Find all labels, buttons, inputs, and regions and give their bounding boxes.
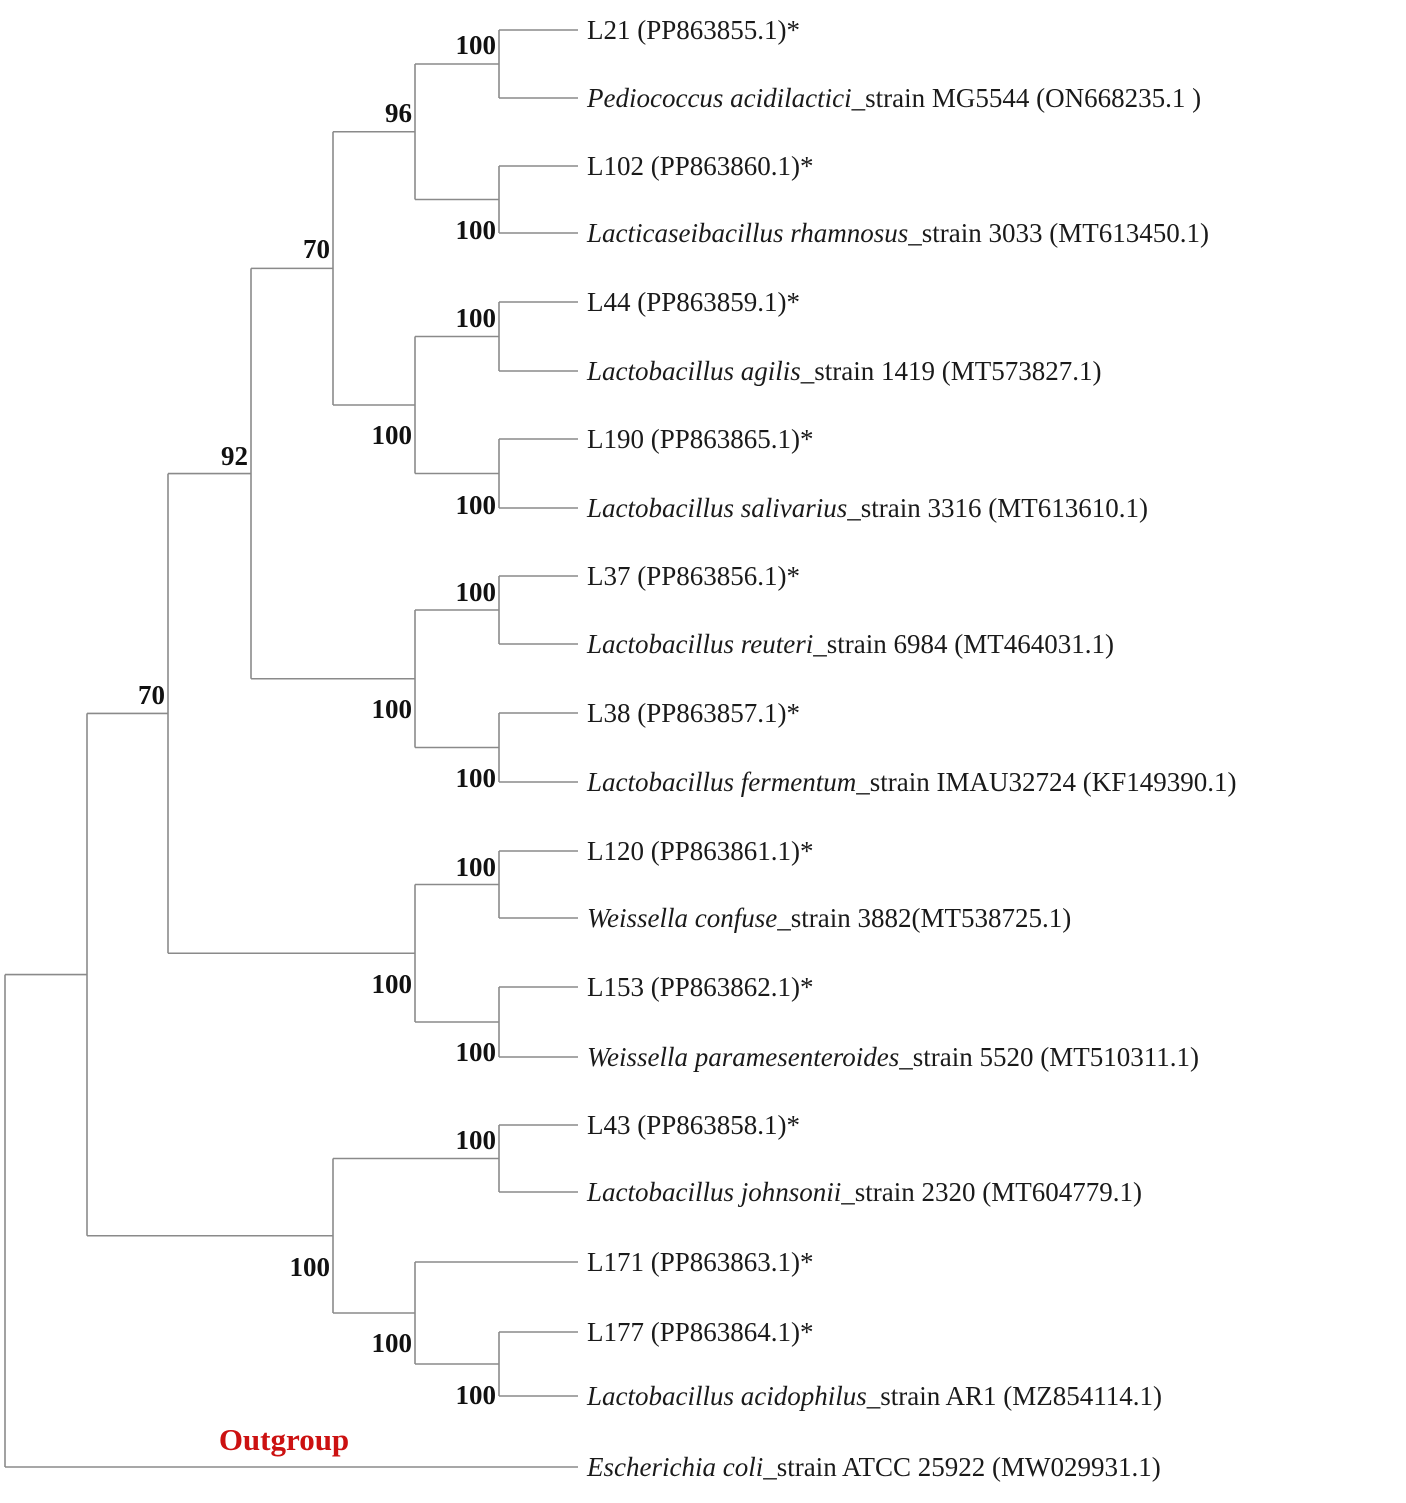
accession-text: L21 (PP863855.1)* <box>587 15 800 45</box>
bootstrap-support-value: 100 <box>456 303 497 333</box>
accession-text: _strain 1419 (MT573827.1) <box>800 356 1102 386</box>
accession-text: _strain 3316 (MT613610.1) <box>846 493 1148 523</box>
bootstrap-support-value: 100 <box>456 1037 497 1067</box>
taxon-label: L21 (PP863855.1)* <box>587 15 800 45</box>
taxon-label: Lactobacillus salivarius_strain 3316 (MT… <box>586 493 1148 523</box>
taxon-label: L38 (PP863857.1)* <box>587 698 800 728</box>
taxon-label: L177 (PP863864.1)* <box>587 1317 814 1347</box>
accession-text: L38 (PP863857.1)* <box>587 698 800 728</box>
species-name: Lactobacillus reuteri <box>586 629 813 659</box>
species-name: Weissella confuse <box>587 903 777 933</box>
species-name: Lactobacillus johnsonii <box>586 1177 841 1207</box>
bootstrap-support-value: 100 <box>372 420 413 450</box>
bootstrap-support-value: 70 <box>303 234 330 264</box>
bootstrap-support-value: 100 <box>456 1380 497 1410</box>
species-name: Weissella paramesenteroides <box>587 1042 899 1072</box>
accession-text: L43 (PP863858.1)* <box>587 1110 800 1140</box>
taxon-label: Lactobacillus acidophilus_strain AR1 (MZ… <box>586 1381 1162 1411</box>
accession-text: _strain 3033 (MT613450.1) <box>907 218 1209 248</box>
taxon-label: Lactobacillus reuteri_strain 6984 (MT464… <box>586 629 1114 659</box>
taxon-label: Pediococcus acidilactici_strain MG5544 (… <box>586 83 1201 113</box>
accession-text: _strain 2320 (MT604779.1) <box>840 1177 1142 1207</box>
species-name: Lacticaseibacillus rhamnosus <box>586 218 908 248</box>
bootstrap-support-value: 100 <box>290 1252 331 1282</box>
species-name: Escherichia coli <box>586 1452 763 1482</box>
accession-text: _strain 5520 (MT510311.1) <box>898 1042 1199 1072</box>
taxon-label: Lactobacillus agilis_strain 1419 (MT5738… <box>586 356 1101 386</box>
taxon-label: Lactobacillus johnsonii_strain 2320 (MT6… <box>586 1177 1142 1207</box>
taxon-label: L43 (PP863858.1)* <box>587 1110 800 1140</box>
bootstrap-support-value: 92 <box>221 441 248 471</box>
bootstrap-support-value: 100 <box>456 30 497 60</box>
bootstrap-support-value: 100 <box>456 490 497 520</box>
species-name: Lactobacillus salivarius <box>586 493 847 523</box>
accession-text: L120 (PP863861.1)* <box>587 836 814 866</box>
outgroup-label: Outgroup <box>219 1422 349 1457</box>
taxon-label: L102 (PP863860.1)* <box>587 151 814 181</box>
taxon-label: Lacticaseibacillus rhamnosus_strain 3033… <box>586 218 1209 248</box>
accession-text: L102 (PP863860.1)* <box>587 151 814 181</box>
accession-text: L37 (PP863856.1)* <box>587 561 800 591</box>
taxon-label: L37 (PP863856.1)* <box>587 561 800 591</box>
species-name: Lactobacillus agilis <box>586 356 801 386</box>
accession-text: _strain 3882(MT538725.1) <box>776 903 1071 933</box>
taxon-label: L153 (PP863862.1)* <box>587 972 814 1002</box>
bootstrap-support-value: 100 <box>456 577 497 607</box>
bootstrap-support-value: 96 <box>385 98 412 128</box>
bootstrap-support-value: 100 <box>372 694 413 724</box>
taxon-label: L44 (PP863859.1)* <box>587 287 800 317</box>
species-name: Lactobacillus fermentum <box>586 767 856 797</box>
accession-text: L190 (PP863865.1)* <box>587 424 814 454</box>
species-name: Lactobacillus acidophilus <box>586 1381 867 1411</box>
bootstrap-support-value: 100 <box>456 1125 497 1155</box>
bootstrap-support-value: 100 <box>456 852 497 882</box>
taxon-label: Escherichia coli_strain ATCC 25922 (MW02… <box>586 1452 1161 1482</box>
taxon-label: L171 (PP863863.1)* <box>587 1247 814 1277</box>
bootstrap-support-value: 70 <box>138 680 165 710</box>
bootstrap-support-value: 100 <box>456 763 497 793</box>
accession-text: _strain ATCC 25922 (MW029931.1) <box>762 1452 1161 1482</box>
accession-text: _strain AR1 (MZ854114.1) <box>866 1381 1162 1411</box>
taxon-label: Weissella confuse_strain 3882(MT538725.1… <box>587 903 1071 933</box>
accession-text: L177 (PP863864.1)* <box>587 1317 814 1347</box>
bootstrap-support-value: 100 <box>372 1328 413 1358</box>
species-name: Pediococcus acidilactici <box>586 83 852 113</box>
accession-text: L44 (PP863859.1)* <box>587 287 800 317</box>
taxon-label: L190 (PP863865.1)* <box>587 424 814 454</box>
bootstrap-support-value: 100 <box>456 215 497 245</box>
taxon-label: Weissella paramesenteroides_strain 5520 … <box>587 1042 1199 1072</box>
accession-text: L171 (PP863863.1)* <box>587 1247 814 1277</box>
accession-text: _strain 6984 (MT464031.1) <box>812 629 1114 659</box>
accession-text: _strain MG5544 (ON668235.1 ) <box>851 83 1201 113</box>
taxon-label: Lactobacillus fermentum_strain IMAU32724… <box>586 767 1236 797</box>
bootstrap-support-value: 100 <box>372 969 413 999</box>
taxon-label: L120 (PP863861.1)* <box>587 836 814 866</box>
accession-text: L153 (PP863862.1)* <box>587 972 814 1002</box>
accession-text: _strain IMAU32724 (KF149390.1) <box>855 767 1236 797</box>
